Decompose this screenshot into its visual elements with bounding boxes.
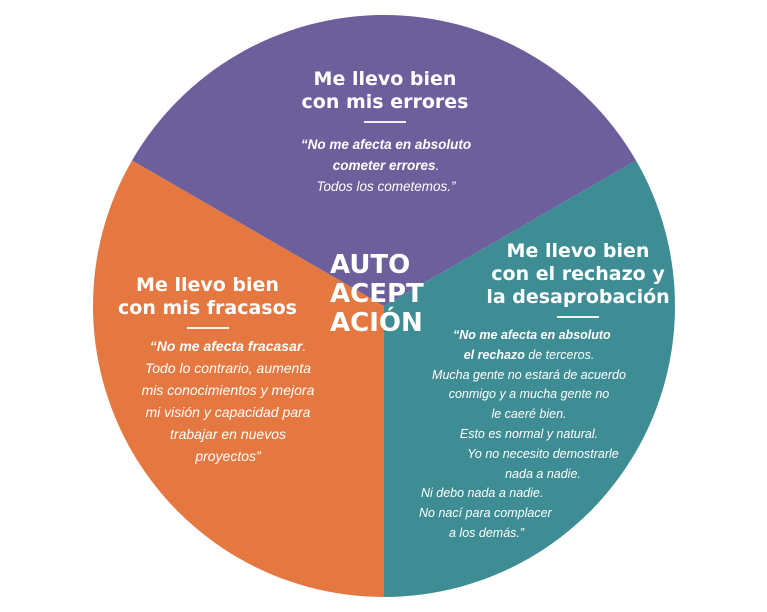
fracasos-quote-line-4: mi visión y capacidad para: [145, 404, 311, 420]
segment-errores: [131, 15, 637, 307]
fracasos-quote-line-2: Todo lo contrario, aumenta: [144, 360, 312, 376]
errores-quote: “No me afecta en absoluto cometer errore…: [255, 134, 517, 197]
rechazo-quote-line-5: le caeré bien.: [491, 407, 567, 422]
rechazo-divider: [557, 316, 599, 318]
fracasos-quote-line-6: proyectos”: [195, 448, 261, 464]
errores-title: Me llevo bien con mis errores: [270, 68, 500, 123]
center-label: AUTO ACEPT ACIÓN: [330, 251, 442, 338]
rechazo-quote-line-10: No nací para complacer: [419, 506, 552, 521]
rechazo-quote-line-6: Esto es normal y natural.: [459, 426, 599, 441]
errores-quote-line-2: cometer errores.: [332, 158, 440, 173]
rechazo-quote-line-2: el rechazo de terceros.: [463, 347, 595, 362]
rechazo-quote-line-9: Ni debo nada a nadie.: [421, 486, 544, 501]
rechazo-quote-line-8: nada a nadie.: [505, 466, 581, 481]
center-line-3: ACIÓN: [330, 308, 423, 338]
fracasos-title: Me llevo bien con mis fracasos: [110, 274, 305, 329]
segment-rechazo: [384, 160, 675, 597]
segment-fracasos: [93, 160, 385, 597]
fracasos-divider: [186, 327, 229, 329]
errores-quote-line-1: “No me afecta en absoluto: [300, 137, 472, 152]
fracasos-quote-line-3: mis conocimientos y mejora: [141, 382, 315, 398]
rechazo-quote-line-11: a los demás.”: [449, 525, 525, 540]
fracasos-title-line-2: con mis fracasos: [118, 297, 297, 319]
center-line-2: ACEPT: [330, 279, 424, 309]
fracasos-quote-line-5: trabajar en nuevos: [170, 426, 286, 442]
center-line-1: AUTO: [330, 250, 411, 280]
rechazo-quote-line-4: conmigo y a mucha gente no: [448, 387, 610, 402]
errores-title-line-1: Me llevo bien: [313, 68, 457, 90]
errores-title-line-2: con mis errores: [301, 91, 469, 113]
errores-quote-line-3: Todos los cometemos.”: [316, 179, 456, 194]
fracasos-quote-line-1: “No me afecta fracasar.: [149, 338, 307, 354]
rechazo-title-line-2: con el rechazo y: [491, 263, 665, 285]
rechazo-quote-line-3: Mucha gente no estará de acuerdo: [432, 367, 626, 382]
errores-divider: [364, 121, 406, 123]
fracasos-title-line-1: Me llevo bien: [136, 274, 279, 296]
rechazo-title-line-1: Me llevo bien: [506, 240, 650, 262]
rechazo-quote: “No me afecta en absoluto el rechazo de …: [413, 326, 645, 544]
rechazo-title-line-3: la desaprobación: [486, 286, 670, 308]
rechazo-title: Me llevo bien con el rechazo y la desapr…: [478, 240, 678, 318]
rechazo-quote-line-1: “No me afecta en absoluto: [453, 328, 611, 342]
fracasos-quote: “No me afecta fracasar. Todo lo contrari…: [112, 335, 344, 467]
rechazo-quote-line-7: Yo no necesito demostrarle: [467, 446, 619, 461]
